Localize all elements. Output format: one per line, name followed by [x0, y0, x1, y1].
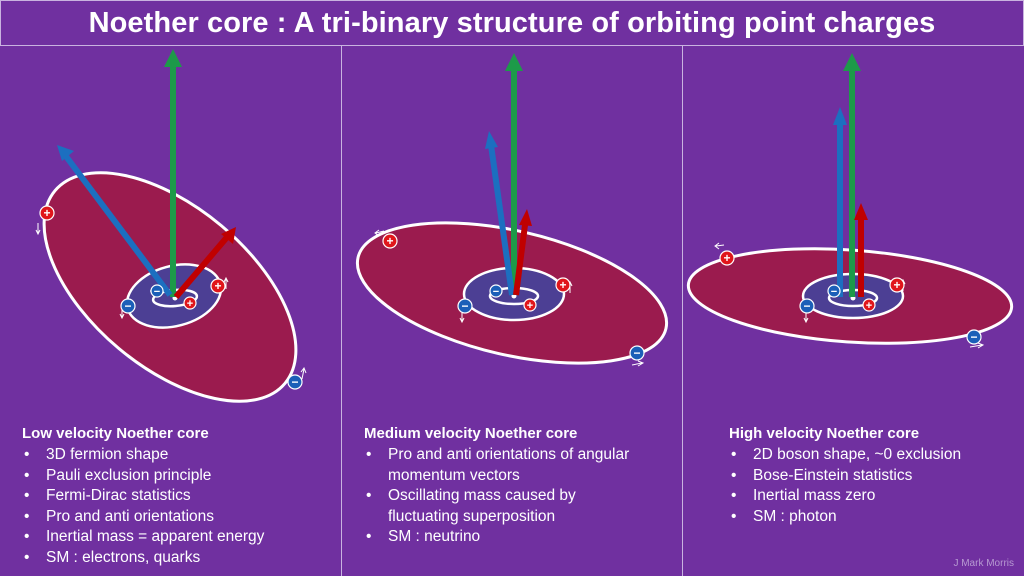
feature-list: •3D fermion shape •Pauli exclusion princ…: [22, 445, 337, 568]
high-velocity-core: + − − + + −: [686, 53, 1014, 349]
red-arrow-icon: [854, 203, 868, 297]
negative-charge-icon: −: [457, 298, 473, 314]
positive-charge-icon: +: [555, 277, 571, 293]
positive-charge-icon: +: [39, 205, 55, 221]
list-item: •SM : electrons, quarks: [24, 548, 201, 566]
panel-caption-low: Low velocity Noether core •3D fermion sh…: [22, 424, 337, 568]
positive-charge-icon: +: [183, 296, 197, 310]
title-bar: Noether core : A tri-binary structure of…: [0, 0, 1024, 46]
negative-charge-icon: −: [120, 298, 136, 314]
panel-heading: Low velocity Noether core: [22, 425, 209, 442]
svg-text:−: −: [154, 286, 160, 298]
svg-text:+: +: [723, 251, 730, 265]
list-item: •Inertial mass zero: [731, 487, 876, 504]
svg-text:+: +: [559, 278, 566, 292]
svg-text:+: +: [866, 300, 872, 312]
svg-text:−: −: [803, 299, 810, 313]
positive-charge-icon: +: [889, 277, 905, 293]
panel-divider-2: [682, 45, 683, 576]
negative-charge-icon: −: [629, 345, 645, 361]
negative-charge-icon: −: [799, 298, 815, 314]
svg-text:−: −: [461, 299, 468, 313]
panel-caption-high: High velocity Noether core •2D boson sha…: [729, 424, 1019, 527]
svg-text:−: −: [633, 346, 640, 360]
negative-charge-icon: −: [287, 374, 303, 390]
negative-charge-icon: −: [489, 284, 503, 298]
svg-text:−: −: [124, 299, 131, 313]
medium-velocity-core: + − − + + −: [355, 53, 669, 367]
list-item: •Pauli exclusion principle: [24, 466, 212, 484]
positive-charge-icon: +: [210, 278, 226, 294]
low-velocity-core: + − − + + −: [35, 49, 307, 403]
list-item: •Pro and anti orientations: [24, 507, 215, 525]
panel-heading: Medium velocity Noether core: [364, 425, 578, 442]
feature-list: •2D boson shape, ~0 exclusion •Bose-Eins…: [729, 445, 1019, 527]
list-item: •3D fermion shape: [24, 446, 169, 463]
panel-caption-medium: Medium velocity Noether core •Pro and an…: [364, 424, 679, 548]
up-arrow-green-icon: [505, 53, 523, 295]
svg-text:+: +: [893, 278, 900, 292]
svg-text:+: +: [386, 234, 393, 248]
up-arrow-green-icon: [164, 49, 182, 297]
blue-arrow-icon: [485, 131, 515, 296]
list-item: •Inertial mass = apparent energy: [24, 528, 265, 545]
red-arrow-icon: [513, 209, 532, 296]
positive-charge-icon: +: [523, 298, 537, 312]
list-item: •2D boson shape, ~0 exclusion: [731, 446, 962, 463]
svg-text:+: +: [214, 279, 221, 293]
negative-charge-icon: −: [827, 284, 841, 298]
author-credit: J Mark Morris: [953, 558, 1014, 569]
list-item: •SM : photon: [731, 507, 837, 525]
svg-text:+: +: [43, 206, 50, 220]
svg-text:−: −: [291, 375, 298, 389]
positive-charge-icon: +: [719, 250, 735, 266]
noether-core-diagrams: + − − + + − + −: [35, 49, 1014, 403]
panel-divider-1: [341, 45, 342, 576]
list-item: •Bose-Einstein statistics: [731, 466, 913, 484]
list-item: •SM : neutrino: [366, 528, 481, 545]
up-arrow-green-icon: [843, 53, 861, 297]
svg-text:−: −: [831, 286, 837, 298]
svg-text:+: +: [187, 298, 193, 310]
svg-text:−: −: [970, 330, 977, 344]
list-item: •Fermi-Dirac statistics: [24, 487, 191, 504]
page-title: Noether core : A tri-binary structure of…: [88, 6, 936, 39]
negative-charge-icon: −: [150, 284, 164, 298]
svg-text:−: −: [493, 286, 499, 298]
blue-arrow-icon: [833, 107, 847, 297]
positive-charge-icon: +: [862, 298, 876, 312]
red-arrow-icon: [173, 227, 236, 299]
svg-text:+: +: [527, 300, 533, 312]
panel-heading: High velocity Noether core: [729, 425, 920, 442]
positive-charge-icon: +: [382, 233, 398, 249]
blue-arrow-icon: [57, 145, 173, 297]
negative-charge-icon: −: [966, 329, 982, 345]
